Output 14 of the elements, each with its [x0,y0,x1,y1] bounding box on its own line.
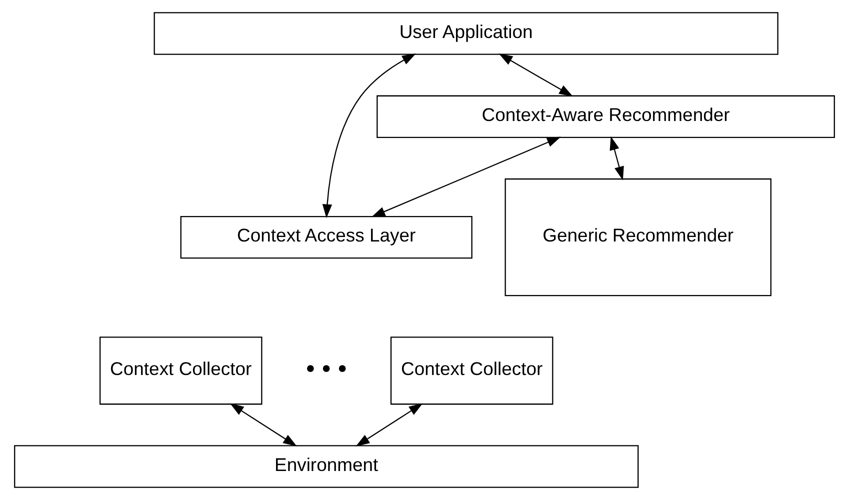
label: • • • [305,355,346,384]
node-box: Context Collector [390,336,553,405]
node-box: Context Access Layer [180,216,472,259]
node-box: Context-Aware Recommender [376,95,834,138]
arrow [229,403,296,446]
arrow [609,136,624,180]
node-box: User Application [153,12,778,55]
arrow [355,403,422,446]
node-box: Generic Recommender [504,178,771,296]
arrow [370,136,560,218]
arrow [498,54,572,97]
node-box: Environment [14,445,638,488]
arrow [322,54,416,218]
node-box: Context Collector [98,336,262,405]
